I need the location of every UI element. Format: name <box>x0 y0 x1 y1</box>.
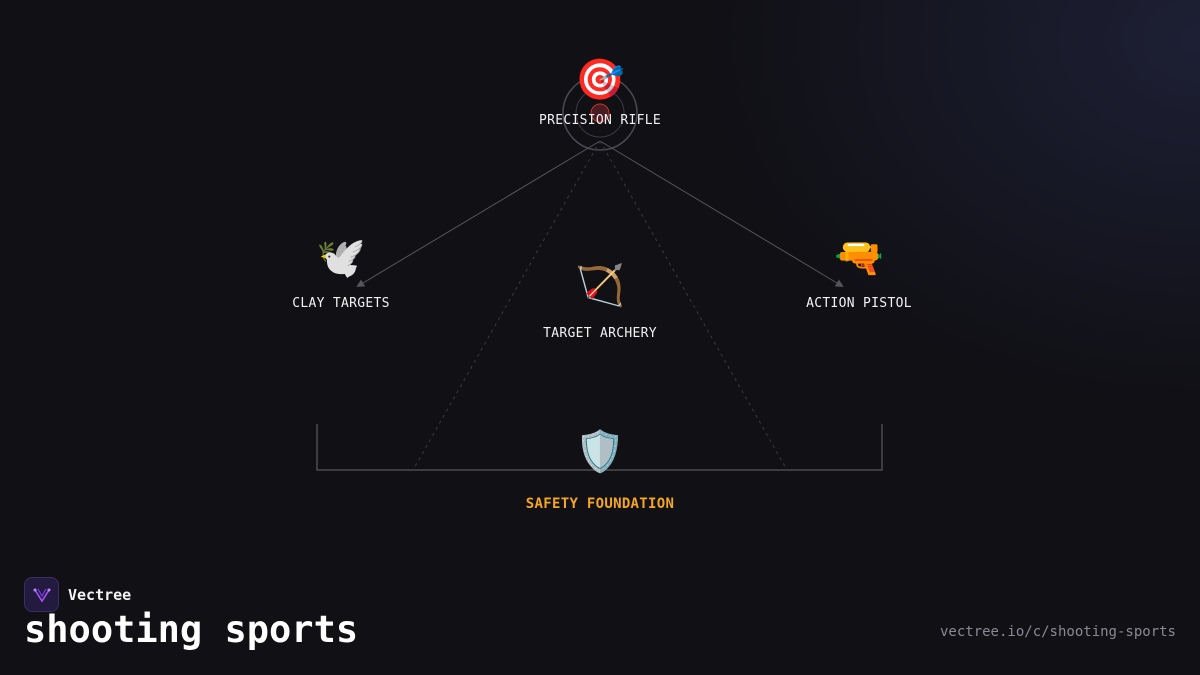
safety-foundation-label: SAFETY FOUNDATION <box>525 496 675 512</box>
node-precision-rifle: 🎯 PRECISION RIFLE <box>539 56 661 128</box>
target-bullseye <box>590 103 610 123</box>
brand-name: Vectree <box>68 585 132 604</box>
pistol-icon: 🔫 <box>834 235 884 281</box>
brand: Vectree <box>24 577 131 612</box>
bow-and-arrow-icon: 🏹 <box>575 263 625 309</box>
node-action-pistol: 🔫 ACTION PISTOL <box>806 234 912 311</box>
target-ring-outer <box>562 75 638 151</box>
clay-targets-label: CLAY TARGETS <box>292 296 390 311</box>
shield-icon: 🛡️ <box>575 429 625 475</box>
page-title: shooting sports <box>24 608 359 651</box>
node-target-archery: 🏹 TARGET ARCHERY <box>543 262 657 341</box>
vectree-logo-icon <box>24 577 59 612</box>
foundation-bracket <box>316 424 883 471</box>
pyramid-edge-left <box>412 140 601 471</box>
precision-rifle-label: PRECISION RIFLE <box>539 113 661 128</box>
target-ring-inner <box>575 88 625 138</box>
node-safety-foundation: 🛡️ SAFETY FOUNDATION <box>526 428 674 512</box>
target-dart-icon: 🎯 <box>575 57 625 103</box>
target-archery-label: TARGET ARCHERY <box>543 326 657 341</box>
pyramid-edge-right <box>599 140 788 471</box>
dove-icon: 🕊️ <box>316 235 366 281</box>
page-url[interactable]: vectree.io/c/shooting-sports <box>939 624 1176 640</box>
connector-top-to-left <box>356 140 601 288</box>
connector-top-to-right <box>599 140 844 288</box>
action-pistol-label: ACTION PISTOL <box>806 296 912 311</box>
node-clay-targets: 🕊️ CLAY TARGETS <box>292 234 390 311</box>
